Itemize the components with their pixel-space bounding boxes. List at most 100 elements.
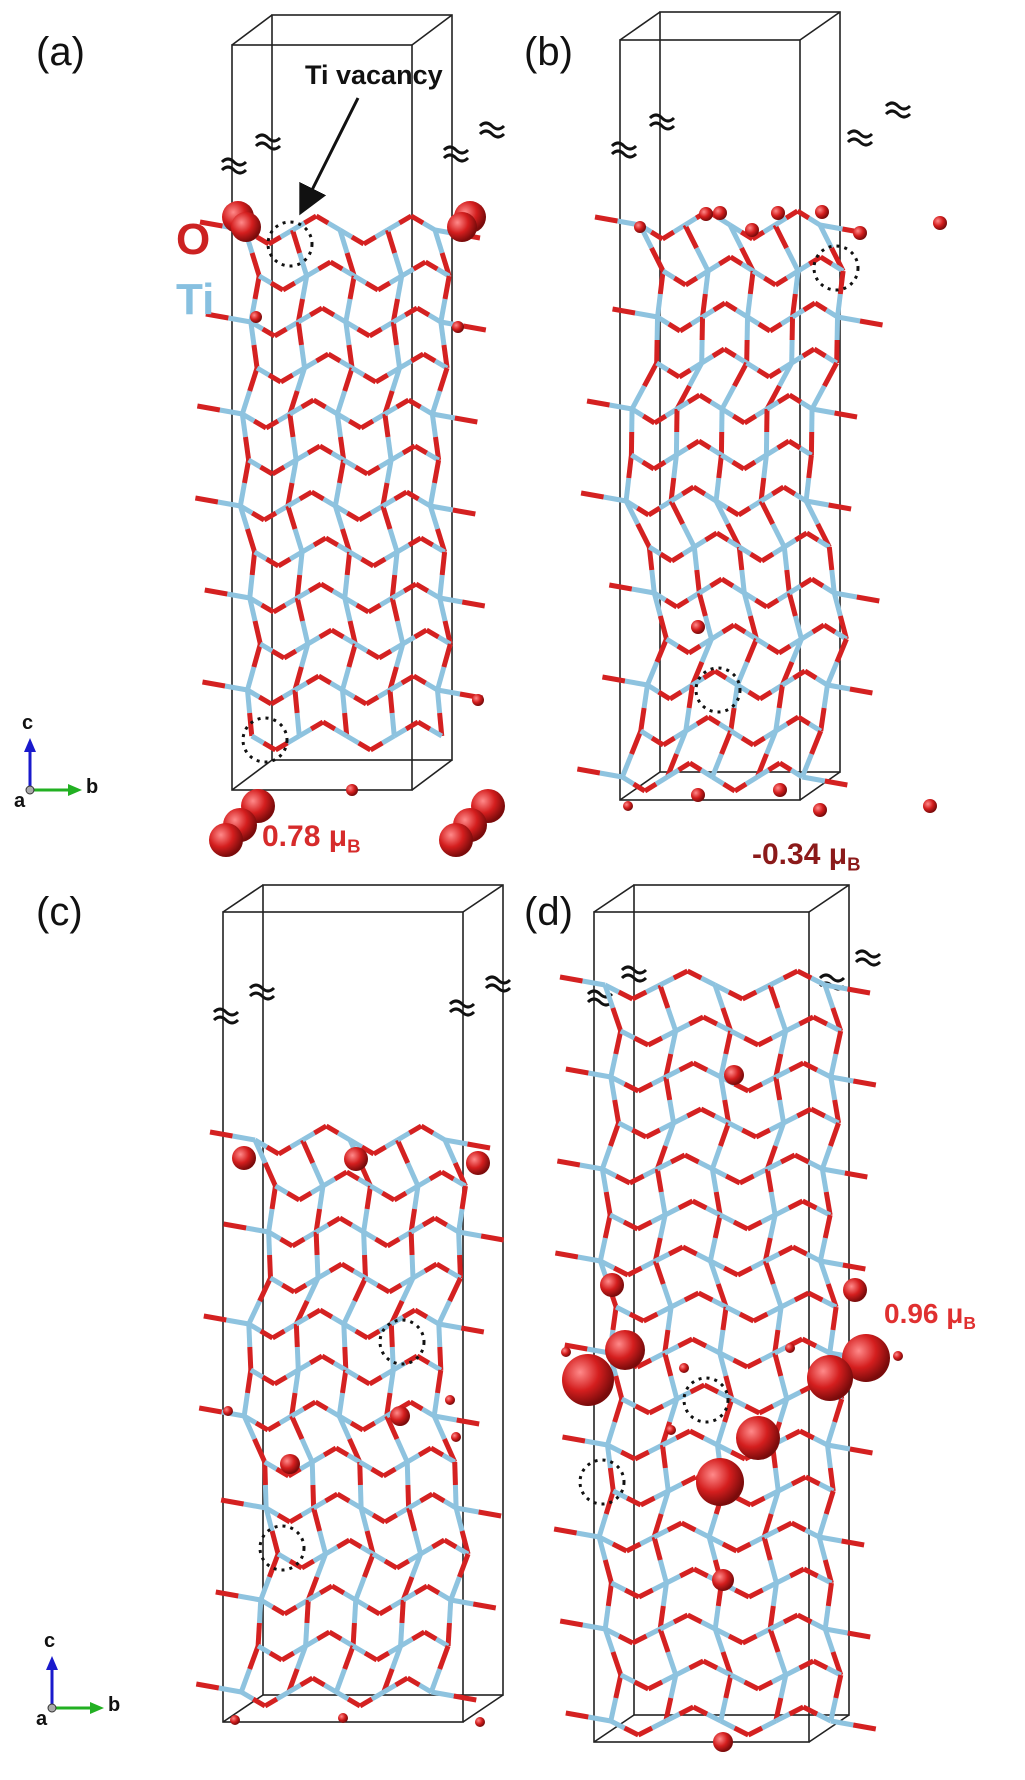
bond <box>657 689 672 702</box>
bond <box>612 1265 629 1278</box>
bond <box>784 1665 801 1678</box>
bond <box>630 406 645 419</box>
bond <box>362 1229 377 1242</box>
bond <box>639 1495 656 1508</box>
bond <box>691 1336 708 1349</box>
bond <box>827 1467 836 1492</box>
bond <box>314 1222 330 1235</box>
bond <box>336 542 351 555</box>
bond <box>719 1718 736 1731</box>
bond <box>459 1530 471 1555</box>
bond <box>599 770 623 780</box>
bond <box>718 1076 728 1101</box>
bond <box>735 1541 752 1554</box>
bond <box>413 1307 429 1320</box>
bond <box>751 735 766 748</box>
bond <box>722 1099 732 1124</box>
bond <box>822 1605 831 1630</box>
moment-subscript-a: B <box>347 835 361 857</box>
bond <box>237 482 247 507</box>
bond <box>361 1420 377 1433</box>
bond <box>692 1566 709 1579</box>
bond <box>824 778 848 788</box>
bond <box>395 542 411 555</box>
bond <box>810 576 825 589</box>
moment-label-a: 0.78 μB <box>262 820 361 858</box>
bond <box>262 510 278 523</box>
bond <box>728 707 737 732</box>
bond <box>654 1251 671 1264</box>
bond <box>342 712 350 737</box>
bond <box>613 1674 624 1699</box>
bond <box>624 678 648 688</box>
bond <box>818 1481 835 1494</box>
bond <box>787 583 802 596</box>
bond <box>403 305 419 318</box>
bond <box>381 1668 395 1693</box>
bond <box>729 728 744 741</box>
bond <box>282 648 298 661</box>
bond <box>403 1353 419 1366</box>
bond <box>828 1122 841 1147</box>
bond <box>790 293 798 318</box>
bond <box>668 689 683 702</box>
bond <box>297 1360 312 1373</box>
bond <box>454 415 478 425</box>
bond <box>781 675 795 688</box>
bond <box>439 252 452 277</box>
bond <box>354 1328 369 1341</box>
bond <box>400 266 415 279</box>
bond <box>749 1534 766 1547</box>
bond <box>422 351 437 364</box>
bond <box>264 418 280 431</box>
bond <box>655 293 663 318</box>
bond <box>209 1129 233 1139</box>
bond <box>721 1541 738 1554</box>
bond <box>657 270 666 295</box>
unit-cell-a <box>231 14 453 791</box>
bond <box>808 721 823 734</box>
bond <box>776 438 791 451</box>
bond <box>312 397 327 410</box>
bond <box>353 694 368 707</box>
bond <box>723 1030 734 1055</box>
bond <box>259 1328 274 1341</box>
bond <box>755 982 772 995</box>
bond <box>766 643 781 656</box>
bond <box>261 326 276 339</box>
bond <box>330 1314 346 1327</box>
bond <box>384 459 394 484</box>
bond <box>356 326 371 339</box>
bond <box>804 1527 821 1540</box>
bond <box>707 1534 724 1547</box>
axis-label-c-top: c <box>22 712 34 734</box>
bond <box>408 1208 418 1233</box>
bond <box>259 464 274 477</box>
bond <box>291 1236 306 1249</box>
bond <box>258 1576 272 1601</box>
bond <box>345 733 360 746</box>
bond <box>661 735 676 748</box>
bond <box>609 402 633 412</box>
bond <box>249 252 262 277</box>
bond <box>663 1343 680 1356</box>
bond <box>808 254 822 267</box>
moment-label-b: -0.34 μB <box>752 838 861 876</box>
bond <box>678 321 693 334</box>
bond <box>817 1237 828 1262</box>
bond <box>807 215 822 228</box>
bond <box>323 1682 338 1695</box>
bond <box>243 436 252 461</box>
bond <box>306 443 322 456</box>
bond <box>710 629 725 642</box>
bond <box>427 482 437 507</box>
bond <box>645 661 660 686</box>
bond <box>767 984 781 1009</box>
bond <box>344 252 357 277</box>
bond <box>294 367 307 392</box>
bond <box>675 1428 692 1441</box>
bond <box>699 767 714 780</box>
bond <box>395 397 410 410</box>
bond <box>247 1346 254 1371</box>
bond <box>362 1553 376 1578</box>
